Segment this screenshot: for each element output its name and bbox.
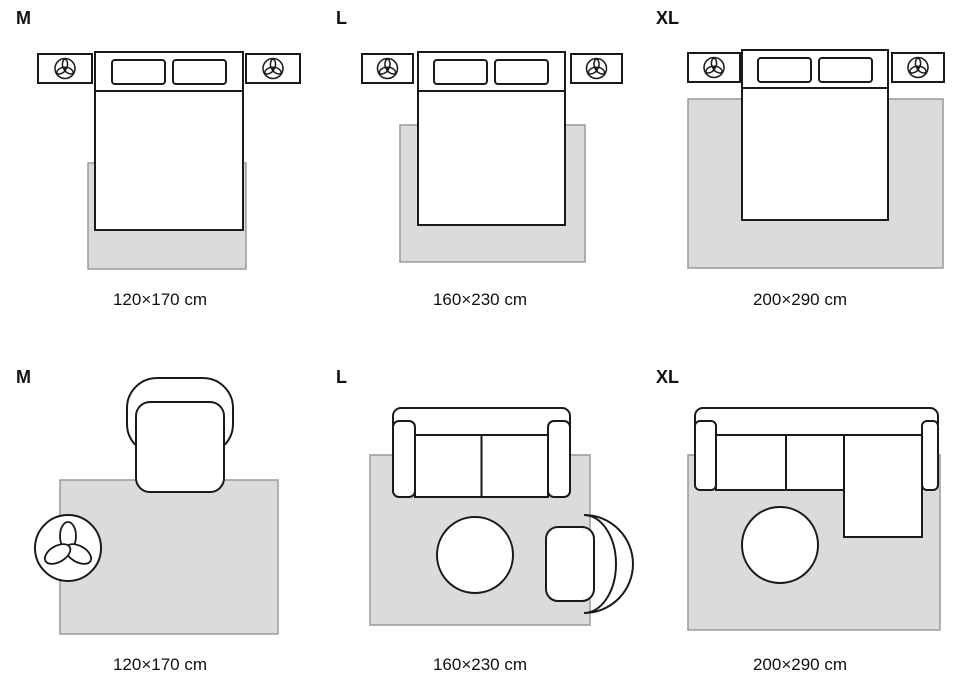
size-label: XL — [656, 367, 680, 387]
pillow — [111, 59, 166, 85]
size-label: L — [336, 367, 347, 387]
sectional-sofa — [694, 407, 939, 538]
plant-icon — [585, 57, 608, 80]
bedroom-l-illustration — [361, 51, 623, 263]
pillow — [818, 57, 873, 83]
bedroom-xl-illustration — [687, 49, 945, 269]
nightstand-right — [891, 52, 945, 83]
pillow — [757, 57, 812, 83]
nightstand-left — [361, 53, 414, 84]
panel-bedroom-xl: XL — [640, 0, 960, 345]
dimension-label: 120×170 cm — [112, 290, 208, 309]
sofa — [392, 407, 571, 498]
plant-icon — [54, 57, 76, 80]
living-m-illustration — [34, 377, 279, 635]
dimension-label: 160×230 cm — [432, 290, 528, 309]
size-label: M — [16, 367, 31, 387]
dimension-label: 200×290 cm — [752, 655, 848, 674]
coffee-table — [436, 516, 514, 594]
nightstand-right — [245, 53, 301, 84]
bed — [417, 51, 566, 226]
size-label: L — [336, 8, 347, 28]
panel-living-xl: XL 200×290 cm — [640, 345, 960, 690]
nightstand-right — [570, 53, 623, 84]
living-xl-illustration — [687, 407, 941, 631]
plant-icon — [907, 56, 929, 79]
plant-icon — [376, 57, 399, 80]
chaise — [843, 434, 923, 538]
nightstand-left — [37, 53, 93, 84]
pillow — [172, 59, 227, 85]
panel-living-m: M 120×170 cm — [0, 345, 320, 690]
panel-bedroom-m: M — [0, 0, 320, 345]
living-l-illustration — [369, 407, 634, 626]
coffee-table — [741, 506, 819, 584]
plant-icon — [703, 56, 725, 79]
size-label: M — [16, 8, 31, 28]
dimension-label: 200×290 cm — [752, 290, 848, 309]
plant-icon — [262, 57, 284, 80]
bedroom-m-illustration — [37, 51, 301, 270]
pillow — [433, 59, 488, 85]
dimension-label: 120×170 cm — [112, 655, 208, 674]
nightstand-left — [687, 52, 741, 83]
pillow — [494, 59, 549, 85]
armchair — [126, 377, 234, 493]
bed — [741, 49, 889, 221]
panel-bedroom-l: L — [320, 0, 640, 345]
dimension-label: 160×230 cm — [432, 655, 528, 674]
floor-plant-icon — [34, 514, 102, 582]
bed — [94, 51, 244, 231]
size-label: XL — [656, 8, 680, 28]
accent-chair — [545, 514, 634, 614]
panel-living-l: L 160×230 cm — [320, 345, 640, 690]
